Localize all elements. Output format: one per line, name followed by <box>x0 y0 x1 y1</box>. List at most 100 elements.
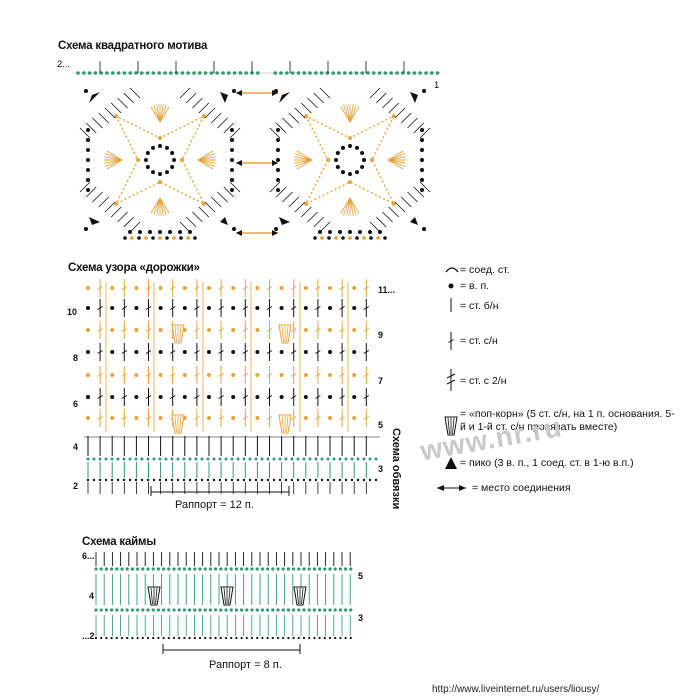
chain-dot <box>297 636 300 640</box>
chain-dot <box>86 168 90 172</box>
stitch-cross <box>266 373 273 377</box>
chain-dot <box>126 636 129 640</box>
chain-dot <box>232 227 236 231</box>
chain-dot <box>98 457 102 461</box>
outer-stitch <box>275 122 287 134</box>
chain-dot <box>266 478 270 482</box>
chain-dot <box>356 457 360 461</box>
chain-dot <box>296 457 300 461</box>
chain-dot <box>136 636 139 640</box>
chain-dot <box>172 608 176 612</box>
chain-dot <box>167 636 170 640</box>
chain-dot <box>157 71 161 75</box>
chain-dot <box>206 457 210 461</box>
stitch-cross <box>218 286 224 290</box>
chain-dot <box>182 350 187 354</box>
outer-stitch <box>375 92 387 104</box>
chain-dot <box>137 236 141 240</box>
fan-stitch <box>153 104 161 123</box>
chain-dot <box>86 416 90 420</box>
chain-dot <box>172 158 176 162</box>
chain-dot <box>338 457 342 461</box>
chain-dot <box>355 145 359 150</box>
join-arrow-icon <box>459 485 466 491</box>
chain-dot <box>383 71 388 75</box>
chain-dot <box>230 636 233 640</box>
join-head <box>236 90 242 96</box>
chain-dot <box>116 478 120 482</box>
chain-dot <box>231 286 236 290</box>
border-row-5: 5 <box>358 571 364 581</box>
chain-dot <box>279 286 284 290</box>
popcorn-strand <box>281 325 284 343</box>
chain-dot <box>292 567 296 571</box>
chain-dot <box>312 567 316 571</box>
chain-dot <box>165 170 169 175</box>
outer-stitch <box>104 107 116 119</box>
fan-stitch <box>343 104 351 123</box>
chain-dot <box>146 608 150 612</box>
chain-dot <box>334 236 338 240</box>
stitch-cross <box>290 395 297 399</box>
chain-dot <box>141 608 145 612</box>
join-head <box>236 160 242 166</box>
chain-dot <box>125 608 129 612</box>
fan-stitch <box>387 153 406 161</box>
chain-dot <box>174 71 179 75</box>
outer-stitch <box>204 107 216 119</box>
chain-dot <box>290 457 294 461</box>
chain-dot <box>128 230 132 234</box>
picot-mark <box>279 217 290 225</box>
chain-dot <box>116 457 120 461</box>
chain-dot <box>372 71 376 75</box>
fan-stitch <box>197 153 216 161</box>
chain-dot <box>240 636 243 640</box>
chain-dot <box>123 236 127 240</box>
stitch-cross <box>97 328 103 332</box>
stitch-cross <box>97 373 103 377</box>
stitch-cross <box>145 306 152 310</box>
chain-dot <box>214 636 217 640</box>
chain-dot <box>207 306 211 310</box>
chain-dot <box>313 636 316 640</box>
chain-dot <box>188 478 192 482</box>
fan-stitch <box>106 150 123 161</box>
chain-dot <box>302 478 306 482</box>
chain-dot <box>182 286 187 290</box>
stitch-cross <box>194 306 200 310</box>
stitch-cross <box>339 350 345 354</box>
chain-dot <box>170 151 175 155</box>
popcorn-strand <box>179 415 182 433</box>
chain-dot <box>203 567 207 571</box>
chain-dot <box>255 567 259 571</box>
chain-dot <box>188 567 192 571</box>
path-row-10: 10 <box>67 307 78 317</box>
chain-dot <box>122 457 126 461</box>
fan-stitch <box>197 156 216 161</box>
stitch-cross <box>339 286 345 290</box>
chain-dot <box>182 457 186 461</box>
chain-dot <box>338 567 342 571</box>
chain-dot <box>120 636 124 640</box>
chain-dot <box>328 230 332 234</box>
stitch-cross <box>169 395 176 399</box>
chain-dot <box>198 608 202 612</box>
chain-dot <box>182 373 187 377</box>
chain-dot <box>230 138 234 142</box>
chain-dot <box>122 478 126 482</box>
stitch-cross <box>315 350 321 354</box>
chain-dot <box>183 636 186 640</box>
outer-stitch <box>407 117 418 129</box>
outer-stitch <box>198 102 210 114</box>
edging-title: Схема обвязки <box>390 428 402 510</box>
outer-stitch <box>85 122 97 134</box>
fan-stitch <box>349 197 357 216</box>
fan-stitch <box>104 153 123 161</box>
stitch-cross <box>194 328 200 332</box>
chain-dot <box>164 478 168 482</box>
picot-mark <box>279 92 290 103</box>
picot-mark <box>89 92 100 103</box>
chain-dot <box>424 71 428 75</box>
chain-dot <box>362 236 366 240</box>
chain-dot <box>412 71 417 75</box>
